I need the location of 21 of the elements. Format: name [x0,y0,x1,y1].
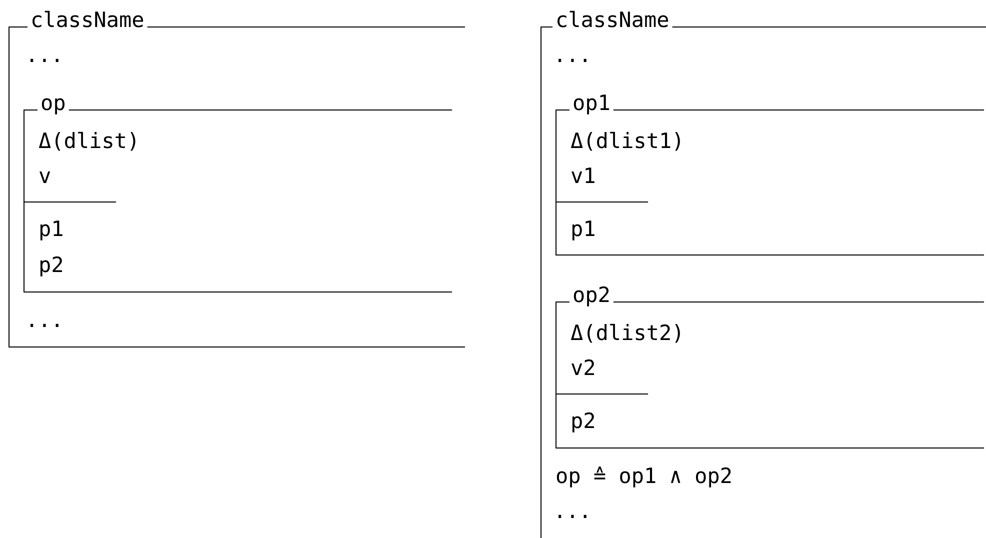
node-label: p1 [40,220,62,240]
node-label: op ≙ op1 ∧ op2 [556,466,731,488]
node-label: className [558,10,668,28]
node-label: v2 [572,359,594,375]
node-label: className [32,10,144,28]
node-label: v [40,172,50,183]
node-label: ... [30,324,58,327]
node-label: Δ(dlist1) [570,132,680,151]
node-label: op1 [574,94,610,114]
node-label: Δ(dlist2) [570,324,680,343]
node-label: p1 [572,220,594,240]
schema-box: op Δ(dlist) v p1 p2 [24,97,452,292]
node-label: ... [558,514,586,518]
node-label: op2 [574,286,609,306]
node-label: ... [558,58,586,62]
node-label: p2 [40,256,62,276]
node-label: p2 [572,412,594,432]
node-label: op [42,98,65,114]
node-label: Δ(dlist) [38,132,136,151]
node-label: v1 [572,168,594,183]
node-label: ... [30,58,58,62]
